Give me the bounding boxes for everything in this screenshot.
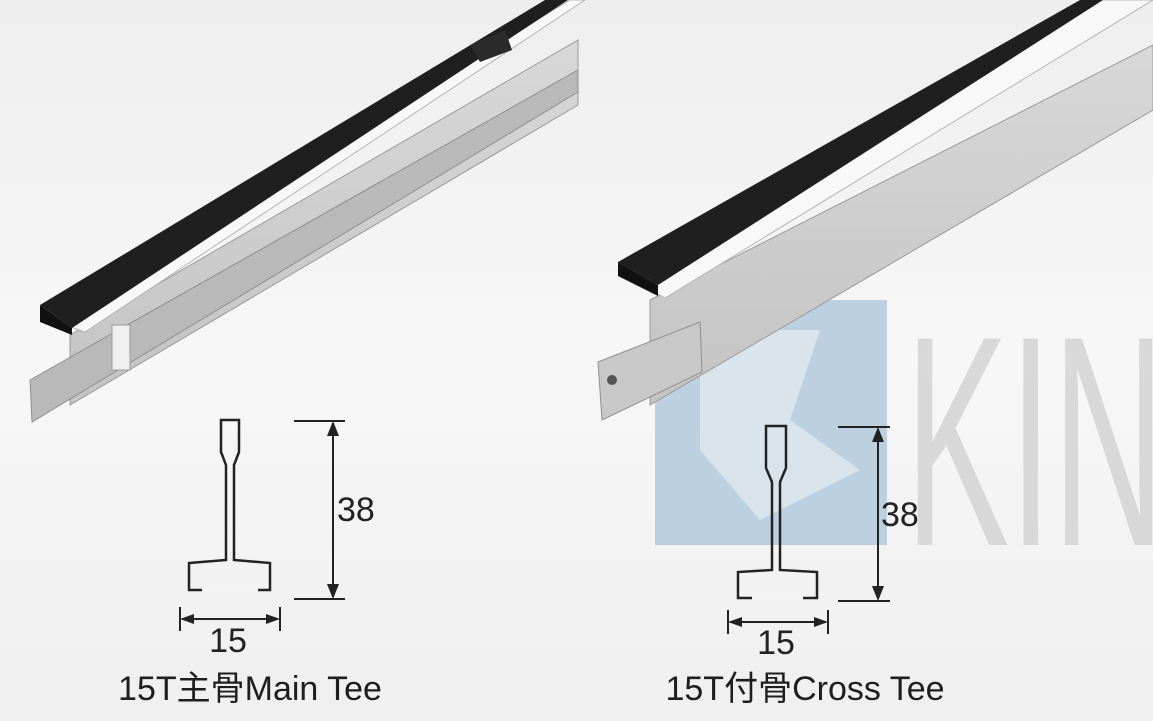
watermark-text: KIN bbox=[905, 273, 1153, 609]
height-label: 38 bbox=[337, 491, 375, 529]
cross-tee-caption: 15T付骨Cross Tee bbox=[665, 670, 944, 708]
cross-tee-cross-section: 38 15 15T付骨Cross Tee bbox=[665, 424, 945, 708]
height-dimension: 38 bbox=[294, 420, 375, 600]
height-label: 38 bbox=[881, 496, 919, 534]
width-dimension: 15 bbox=[179, 607, 281, 660]
main-tee-profile bbox=[187, 418, 272, 592]
watermark-letters: KIN bbox=[905, 273, 1153, 609]
main-tee-caption: 15T主骨Main Tee bbox=[118, 670, 382, 708]
width-dimension: 15 bbox=[727, 610, 829, 662]
width-label: 15 bbox=[209, 622, 247, 660]
main-tee-3d bbox=[29, 0, 586, 423]
main-tee-cross-section: 38 15 15T主骨Main Tee bbox=[118, 418, 382, 708]
height-dimension: 38 bbox=[838, 426, 919, 602]
width-label: 15 bbox=[757, 624, 795, 662]
cross-tee-profile bbox=[736, 424, 819, 600]
cross-tee-3d bbox=[597, 0, 1153, 421]
